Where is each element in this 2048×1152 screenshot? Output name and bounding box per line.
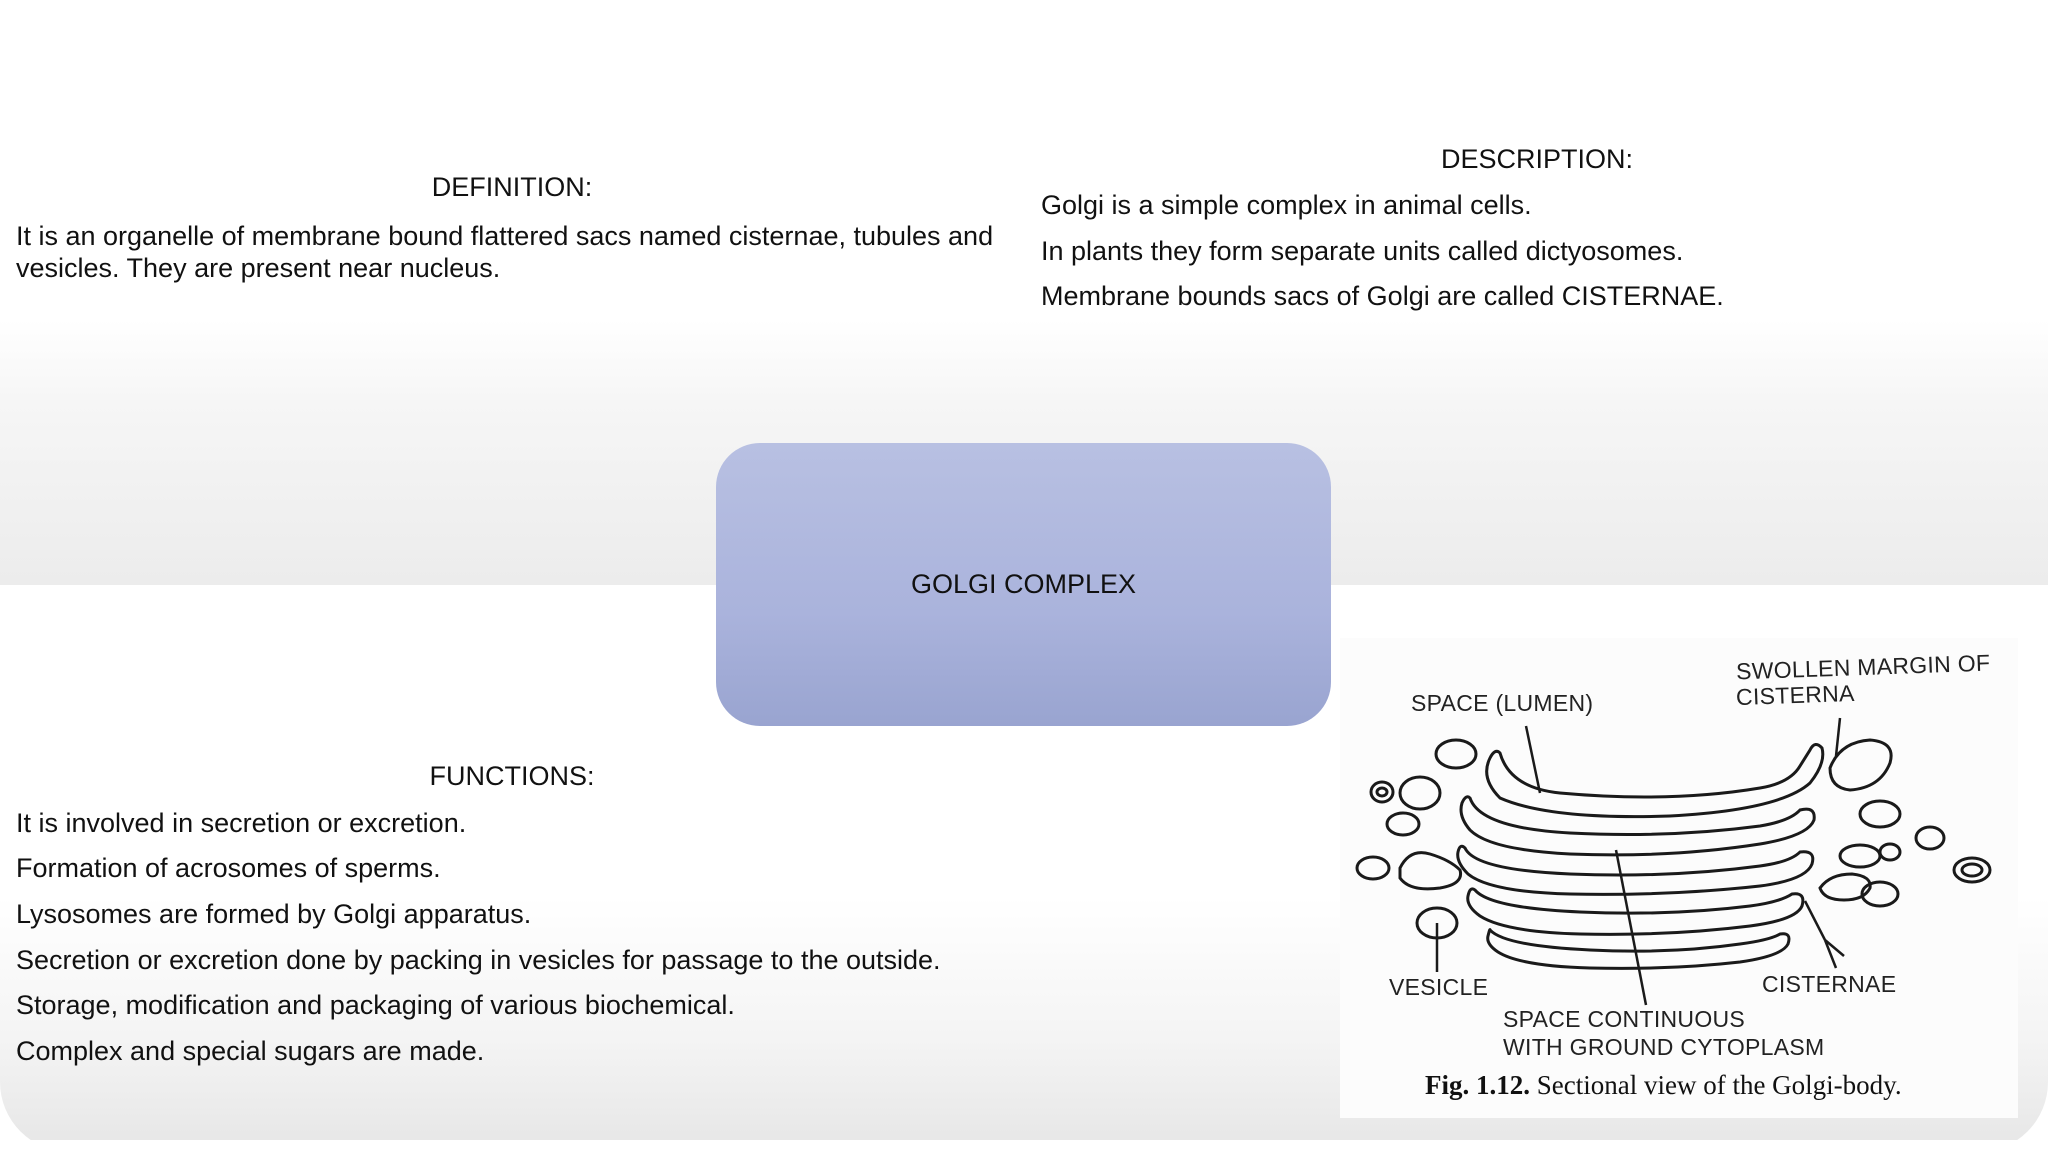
leader-line <box>1834 717 1842 757</box>
vesicle-shape <box>1369 780 1395 804</box>
background-bottom-strip <box>0 1140 2048 1152</box>
vesicle-shape <box>1878 842 1902 862</box>
vesicle-shape <box>1952 856 1992 884</box>
vesicle-shape <box>1434 738 1478 770</box>
description-heading: DESCRIPTION: <box>1440 144 1634 174</box>
cisterna-shape <box>1456 844 1815 896</box>
function-item: Complex and special sugars are made. <box>16 1036 485 1066</box>
description-line: Membrane bounds sacs of Golgi are called… <box>1041 281 1724 311</box>
vesicle-shape <box>1818 872 1872 902</box>
vesicle-shape <box>1398 775 1442 811</box>
figure-caption-text: Sectional view of the Golgi-body. <box>1536 1070 1902 1100</box>
cisterna-shape <box>1486 928 1791 970</box>
label-vesicle: VESICLE <box>1389 974 1489 1000</box>
function-item: It is involved in secretion or excretion… <box>16 808 467 838</box>
leader-line <box>1524 725 1542 794</box>
vesicle-shape <box>1398 851 1463 891</box>
leader-line <box>1803 900 1827 941</box>
label-ground-cytoplasm: WITH GROUND CYTOPLASM <box>1503 1034 1825 1060</box>
definition-heading: DEFINITION: <box>431 172 593 202</box>
definition-text: It is an organelle of membrane bound fla… <box>16 221 994 283</box>
function-item: Formation of acrosomes of sperms. <box>16 853 441 883</box>
functions-heading: FUNCTIONS: <box>429 761 595 791</box>
description-line: Golgi is a simple complex in animal cell… <box>1041 190 1532 220</box>
vesicle-shape <box>1858 799 1902 829</box>
vesicle-shape <box>1828 738 1893 792</box>
leader-line <box>1614 849 1648 1006</box>
cisterna-shape <box>1459 795 1816 857</box>
cisterna-shape <box>1466 887 1805 936</box>
figure-caption-number: Fig. 1.12. <box>1425 1070 1530 1100</box>
vesicle-shape <box>1385 811 1421 837</box>
vesicle-shape <box>1860 880 1900 908</box>
center-title: GOLGI COMPLEX <box>910 569 1137 599</box>
cisterna-shape <box>1485 743 1825 819</box>
leader-line <box>1824 939 1845 957</box>
vesicle-shape <box>1355 855 1391 881</box>
label-cisterna: CISTERNA <box>1735 679 1856 711</box>
golgi-body-figure: SPACE (LUMEN) SWOLLEN MARGIN OF CISTERNA… <box>1340 638 2018 1118</box>
vesicle-shape <box>1914 825 1946 851</box>
label-cisternae: CISTERNAE <box>1762 971 1897 997</box>
function-item: Lysosomes are formed by Golgi apparatus. <box>16 899 532 929</box>
golgi-complex-box: GOLGI COMPLEX <box>716 443 1331 726</box>
golgi-body-diagram <box>1355 717 1992 1006</box>
function-item: Storage, modification and packaging of v… <box>16 990 735 1020</box>
label-space-lumen: SPACE (LUMEN) <box>1411 690 1594 716</box>
label-space-continuous: SPACE CONTINUOUS <box>1503 1006 1746 1032</box>
function-item: Secretion or excretion done by packing i… <box>16 945 941 975</box>
vesicle-shape <box>1960 862 1984 878</box>
figure-caption: Fig. 1.12. Sectional view of the Golgi-b… <box>1425 1070 1902 1101</box>
description-line: In plants they form separate units calle… <box>1041 236 1684 266</box>
vesicle-shape <box>1838 843 1882 869</box>
vesicle-shape <box>1375 786 1389 798</box>
leader-line <box>1823 939 1838 969</box>
